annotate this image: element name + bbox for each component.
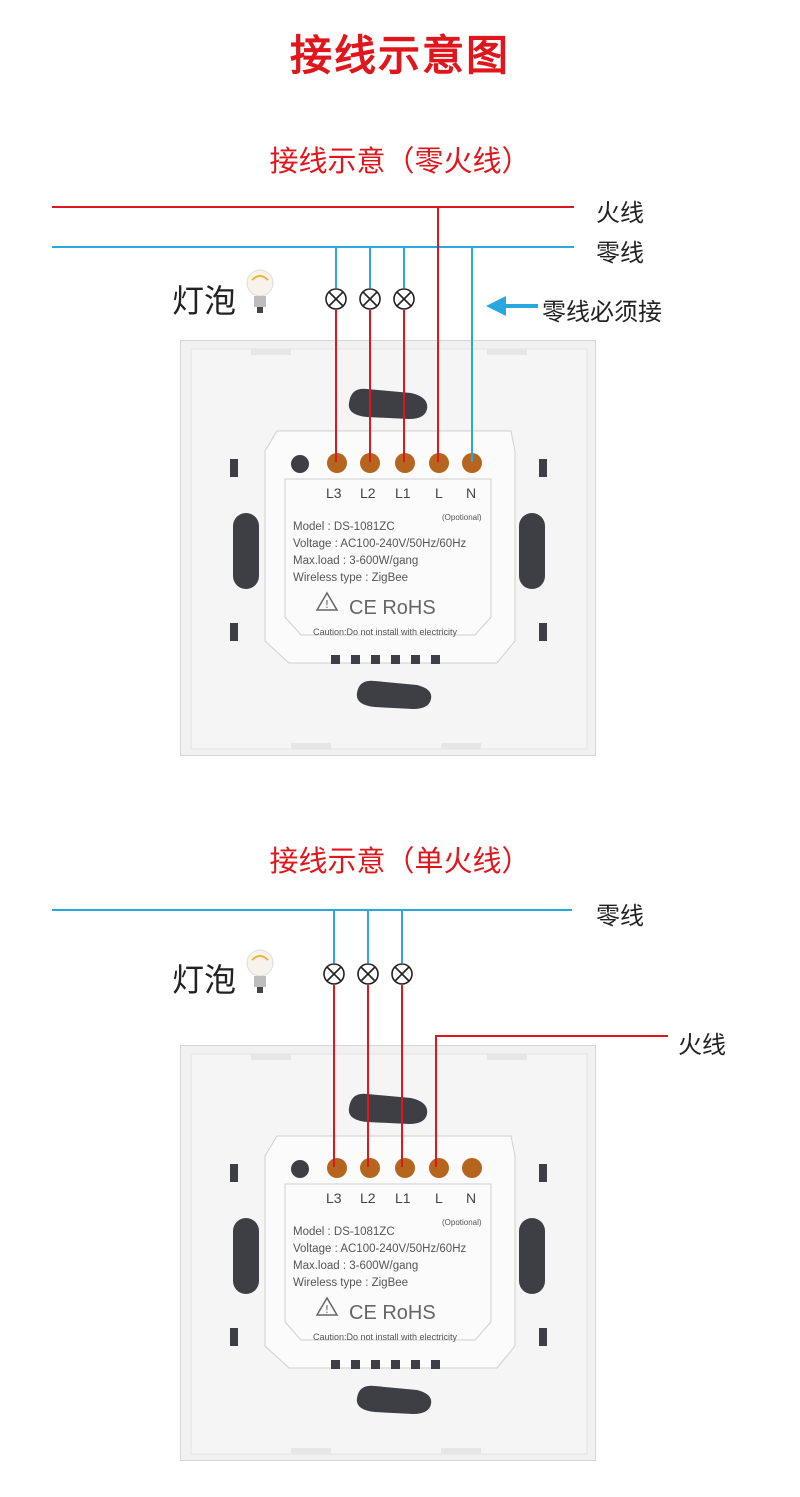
diagram-1-bulb-label: 灯泡 [172, 282, 237, 320]
switch-panel-1: ! L3 L2 L1 L N (Opotional) Model : DS-10… [180, 340, 596, 756]
right-tab [519, 513, 545, 589]
diagram-2-lamp-L2 [357, 963, 379, 985]
diagram-1-live-label: 火线 [596, 199, 644, 227]
page-title: 接线示意图 [289, 31, 510, 80]
optional-label: (Opotional) [442, 513, 482, 522]
terminal-N [462, 1158, 482, 1178]
terminal-label-L1: L1 [395, 1190, 411, 1206]
diagram-2-lamp-L1 [391, 963, 413, 985]
module-maxload: Max.load : 3-600W/gang [293, 555, 419, 567]
top-tab [348, 388, 428, 419]
diagram-2-live-label: 火线 [678, 1031, 726, 1059]
diagram-1-note: 零线必须接 [542, 298, 662, 326]
terminal-L3 [327, 1158, 347, 1178]
diagram-1-subtitle: 接线示意（零火线） [269, 144, 531, 178]
diagram-2-neutral-label: 零线 [596, 902, 644, 930]
terminal-L2 [360, 453, 380, 473]
terminal-label-N: N [466, 485, 477, 501]
module-model: Model : DS-1081ZC [293, 1226, 395, 1238]
left-tab [233, 1218, 259, 1294]
diagram-2-lamp-L3 [323, 963, 345, 985]
caution-text: Caution:Do not install with electricity [313, 627, 458, 637]
terminal-label-L: L [435, 1190, 443, 1206]
module-maxload: Max.load : 3-600W/gang [293, 1260, 419, 1272]
right-tab [519, 1218, 545, 1294]
diagram-2-bulb-label: 灯泡 [172, 961, 237, 999]
caution-text: Caution:Do not install with electricity [313, 1332, 458, 1342]
module-wireless: Wireless type : ZigBee [293, 572, 409, 584]
bottom-tab [356, 1385, 432, 1414]
certification-marks: CE RoHS [349, 1302, 436, 1324]
diagram-1-bulb-icon [246, 269, 274, 313]
switch-panel-2: ! L3 L2 L1 L N (Opotional) Model : DS-10… [180, 1045, 596, 1461]
diagram-2-live-wire [435, 1035, 668, 1167]
diagram-2-bulb-icon [246, 949, 274, 993]
terminal-L2 [360, 1158, 380, 1178]
switch-panel-2-drawing: ! [190, 1053, 588, 1455]
terminal-L [429, 1158, 449, 1178]
certification-marks: CE RoHS [349, 597, 436, 619]
diagram-1-lamp-L2 [359, 288, 381, 310]
terminal-label-L2: L2 [360, 485, 376, 501]
diagram-1-lamp-L1 [393, 288, 415, 310]
module-wireless: Wireless type : ZigBee [293, 1277, 409, 1289]
terminal-L3 [327, 453, 347, 473]
terminal-L1 [395, 1158, 415, 1178]
terminal-L1 [395, 453, 415, 473]
module-model: Model : DS-1081ZC [293, 521, 395, 533]
terminal-label-L: L [435, 485, 443, 501]
module-voltage: Voltage : AC100-240V/50Hz/60Hz [293, 1243, 467, 1255]
optional-label: (Opotional) [442, 1218, 482, 1227]
diagram-1-lamp-L3 [325, 288, 347, 310]
diagram-2-subtitle: 接线示意（单火线） [269, 844, 531, 878]
terminal-L [429, 453, 449, 473]
terminal-label-L3: L3 [326, 1190, 342, 1206]
diagram-1-arrow-icon [486, 296, 538, 316]
terminal-label-L2: L2 [360, 1190, 376, 1206]
svg-text:!: ! [325, 1303, 329, 1316]
terminal-N [462, 453, 482, 473]
bottom-tab [356, 680, 432, 709]
svg-text:!: ! [325, 598, 329, 611]
terminal-label-L1: L1 [395, 485, 411, 501]
left-tab [233, 513, 259, 589]
module-voltage: Voltage : AC100-240V/50Hz/60Hz [293, 538, 467, 550]
terminal-label-L3: L3 [326, 485, 342, 501]
diagram-1-neutral-label: 零线 [596, 239, 644, 267]
terminal-label-N: N [466, 1190, 477, 1206]
switch-panel-1-drawing: ! [190, 348, 588, 750]
